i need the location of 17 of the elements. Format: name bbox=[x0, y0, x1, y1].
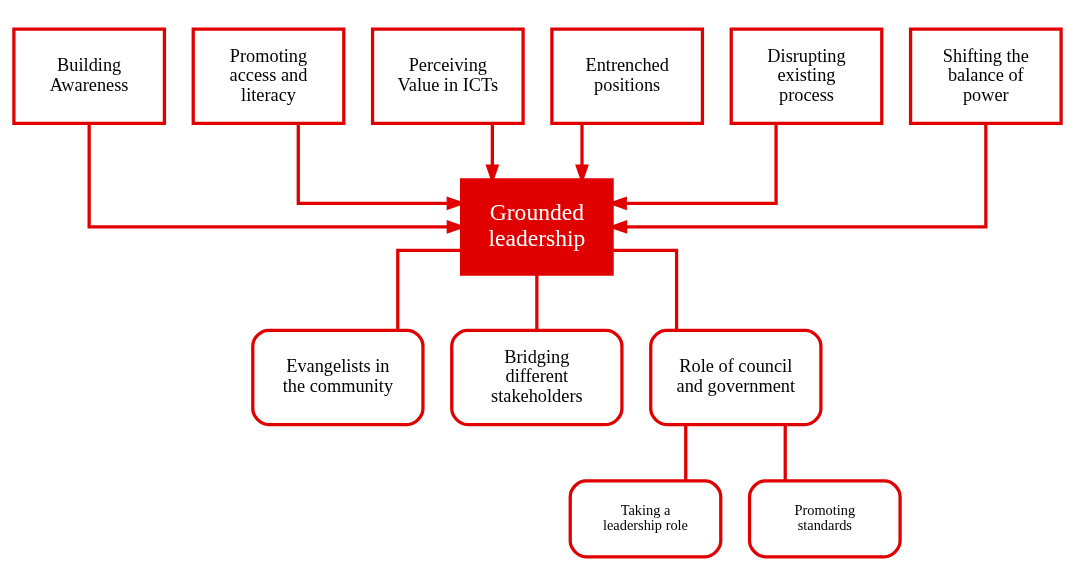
node-box: Building Awareness bbox=[12, 27, 167, 125]
node-box: Taking a leadership role bbox=[568, 478, 723, 558]
connector bbox=[684, 424, 688, 481]
node-box: Evangelists in the community bbox=[251, 328, 425, 426]
node-box: Bridging different stakeholders bbox=[450, 328, 624, 426]
node-box: Perceiving Value in ICTs bbox=[370, 27, 525, 125]
node-box: Disrupting existing process bbox=[729, 27, 884, 125]
node-box: Promoting standards bbox=[747, 478, 902, 558]
node-box: Promoting access and literacy bbox=[191, 27, 346, 125]
connector bbox=[783, 424, 787, 481]
node-box: Role of council and government bbox=[649, 328, 823, 426]
node-box: Grounded leadership bbox=[459, 177, 614, 276]
connector bbox=[535, 273, 539, 330]
connector bbox=[396, 248, 462, 330]
node-box: Shifting the balance of power bbox=[908, 27, 1063, 125]
node-box: Entrenched positions bbox=[550, 27, 705, 125]
connector bbox=[612, 248, 679, 330]
